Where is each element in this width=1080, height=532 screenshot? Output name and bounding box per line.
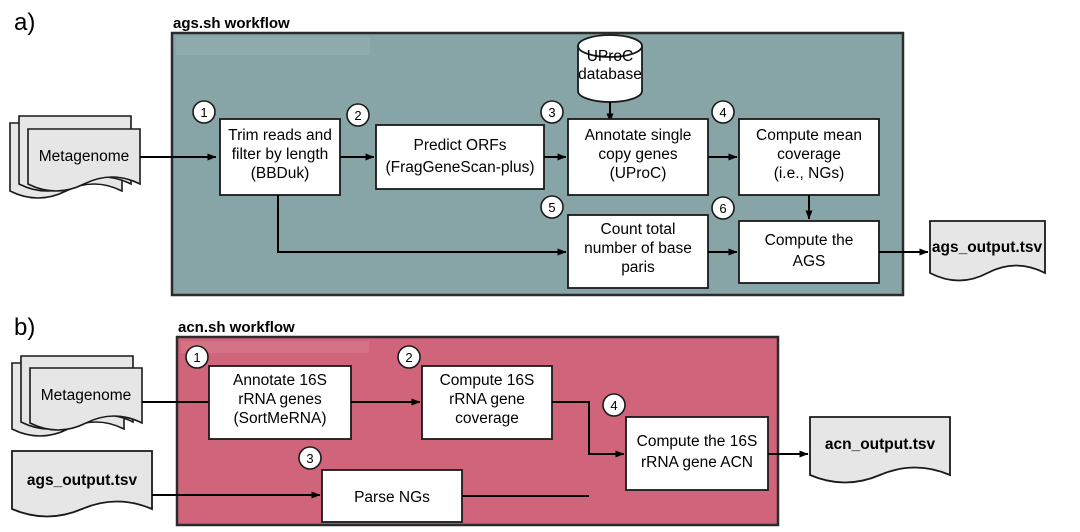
step-number-b4: 4 [602, 393, 626, 417]
step6-line2: AGS [793, 253, 826, 270]
step-box-count-base-pairs[interactable]: Count total number of base paris [567, 214, 709, 289]
step3-line3: (UProC) [610, 165, 667, 182]
step4-number: 4 [719, 105, 726, 120]
step4-line3: (i.e., NGs) [774, 165, 845, 182]
panel-a-letter: a) [14, 9, 35, 36]
step-number-3: 3 [540, 100, 564, 124]
bstep4-line1: Compute the 16S [637, 433, 758, 450]
bstep1-line2: rRNA genes [238, 391, 322, 408]
step-number-1: 1 [192, 100, 216, 124]
bstep2-line2: rRNA gene [449, 391, 525, 408]
uproc-database: UProC database [577, 34, 643, 103]
step-box-parse-ngs[interactable]: Parse NGs [321, 469, 463, 523]
ags-output-input: ags_output.tsv [11, 450, 153, 518]
arrow-bstep2-to-bstep4 [552, 401, 625, 458]
step4-line2: coverage [777, 146, 841, 163]
step6-line1: Compute the [765, 232, 854, 249]
step5-line2: number of base [584, 240, 692, 257]
step5-line3: paris [621, 259, 655, 276]
bstep1-line1: Annotate 16S [233, 372, 327, 389]
step1-number: 1 [200, 105, 207, 120]
step2-number: 2 [354, 108, 361, 123]
step2-line2: (FragGeneScan-plus) [385, 159, 534, 176]
panel-b-highlight-band [181, 341, 369, 353]
step1-line1: Trim reads and [228, 127, 332, 144]
bstep1-line3: (SortMeRNA) [233, 410, 326, 427]
uproc-database-line1: UProC [587, 48, 634, 65]
acn-output-file: acn_output.tsv [809, 416, 951, 484]
metagenome-label-b: Metagenome [41, 387, 131, 404]
acn-output-label: acn_output.tsv [825, 436, 936, 453]
step-number-5: 5 [540, 195, 564, 219]
step3-line2: copy genes [598, 146, 678, 163]
step-box-annotate-scg[interactable]: Annotate single copy genes (UProC) [567, 118, 709, 196]
step5-line1: Count total [601, 221, 676, 238]
step3-line1: Annotate single [585, 127, 692, 144]
step-box-predict-orfs[interactable]: Predict ORFs (FragGeneScan-plus) [375, 124, 545, 190]
metagenome-label-a: Metagenome [39, 148, 129, 165]
bstep2-line3: coverage [455, 410, 519, 427]
step-box-trim-reads[interactable]: Trim reads and filter by length (BBDuk) [219, 118, 341, 196]
ags-output-label: ags_output.tsv [932, 239, 1043, 256]
step-box-compute-mean-coverage[interactable]: Compute mean coverage (i.e., NGs) [738, 118, 880, 196]
step-box-compute-16s-coverage[interactable]: Compute 16S rRNA gene coverage [421, 365, 553, 440]
step-box-annotate-16s[interactable]: Annotate 16S rRNA genes (SortMeRNA) [208, 365, 352, 440]
step6-number: 6 [719, 201, 726, 216]
panel-a-title: ags.sh workflow [173, 15, 290, 32]
step5-number: 5 [548, 200, 555, 215]
step-number-b3: 3 [298, 446, 322, 470]
step-number-b1: 1 [185, 345, 209, 369]
metagenome-input-b: Metagenome [11, 355, 143, 437]
step4-line1: Compute mean [756, 127, 862, 144]
arrow-step1-to-step5 [277, 195, 567, 256]
step3-number: 3 [548, 105, 555, 120]
step-number-2: 2 [346, 103, 370, 127]
bstep4-number: 4 [610, 398, 617, 413]
ags-output-file: ags_output.tsv [929, 220, 1046, 282]
panel-b-letter: b) [14, 314, 35, 341]
step1-line2: filter by length [232, 146, 329, 163]
uproc-database-line2: database [578, 66, 642, 83]
step1-line3: (BBDuk) [251, 165, 310, 182]
metagenome-input-a: Metagenome [9, 115, 141, 199]
step-box-compute-acn[interactable]: Compute the 16S rRNA gene ACN [625, 416, 769, 491]
bstep3-line1: Parse NGs [354, 489, 430, 506]
bstep2-number: 2 [405, 350, 412, 365]
step-number-6: 6 [711, 196, 735, 220]
bstep1-number: 1 [193, 350, 200, 365]
ags-output-input-label: ags_output.tsv [27, 472, 138, 489]
bstep2-line1: Compute 16S [440, 372, 535, 389]
bstep3-number: 3 [306, 451, 313, 466]
step2-line1: Predict ORFs [413, 137, 506, 154]
step-number-b2: 2 [397, 345, 421, 369]
step-number-4: 4 [711, 100, 735, 124]
panel-b-title: acn.sh workflow [178, 319, 295, 336]
panel-a-highlight-band [176, 37, 370, 55]
step-box-compute-ags[interactable]: Compute the AGS [738, 220, 880, 284]
bstep4-line2: rRNA gene ACN [641, 454, 753, 471]
